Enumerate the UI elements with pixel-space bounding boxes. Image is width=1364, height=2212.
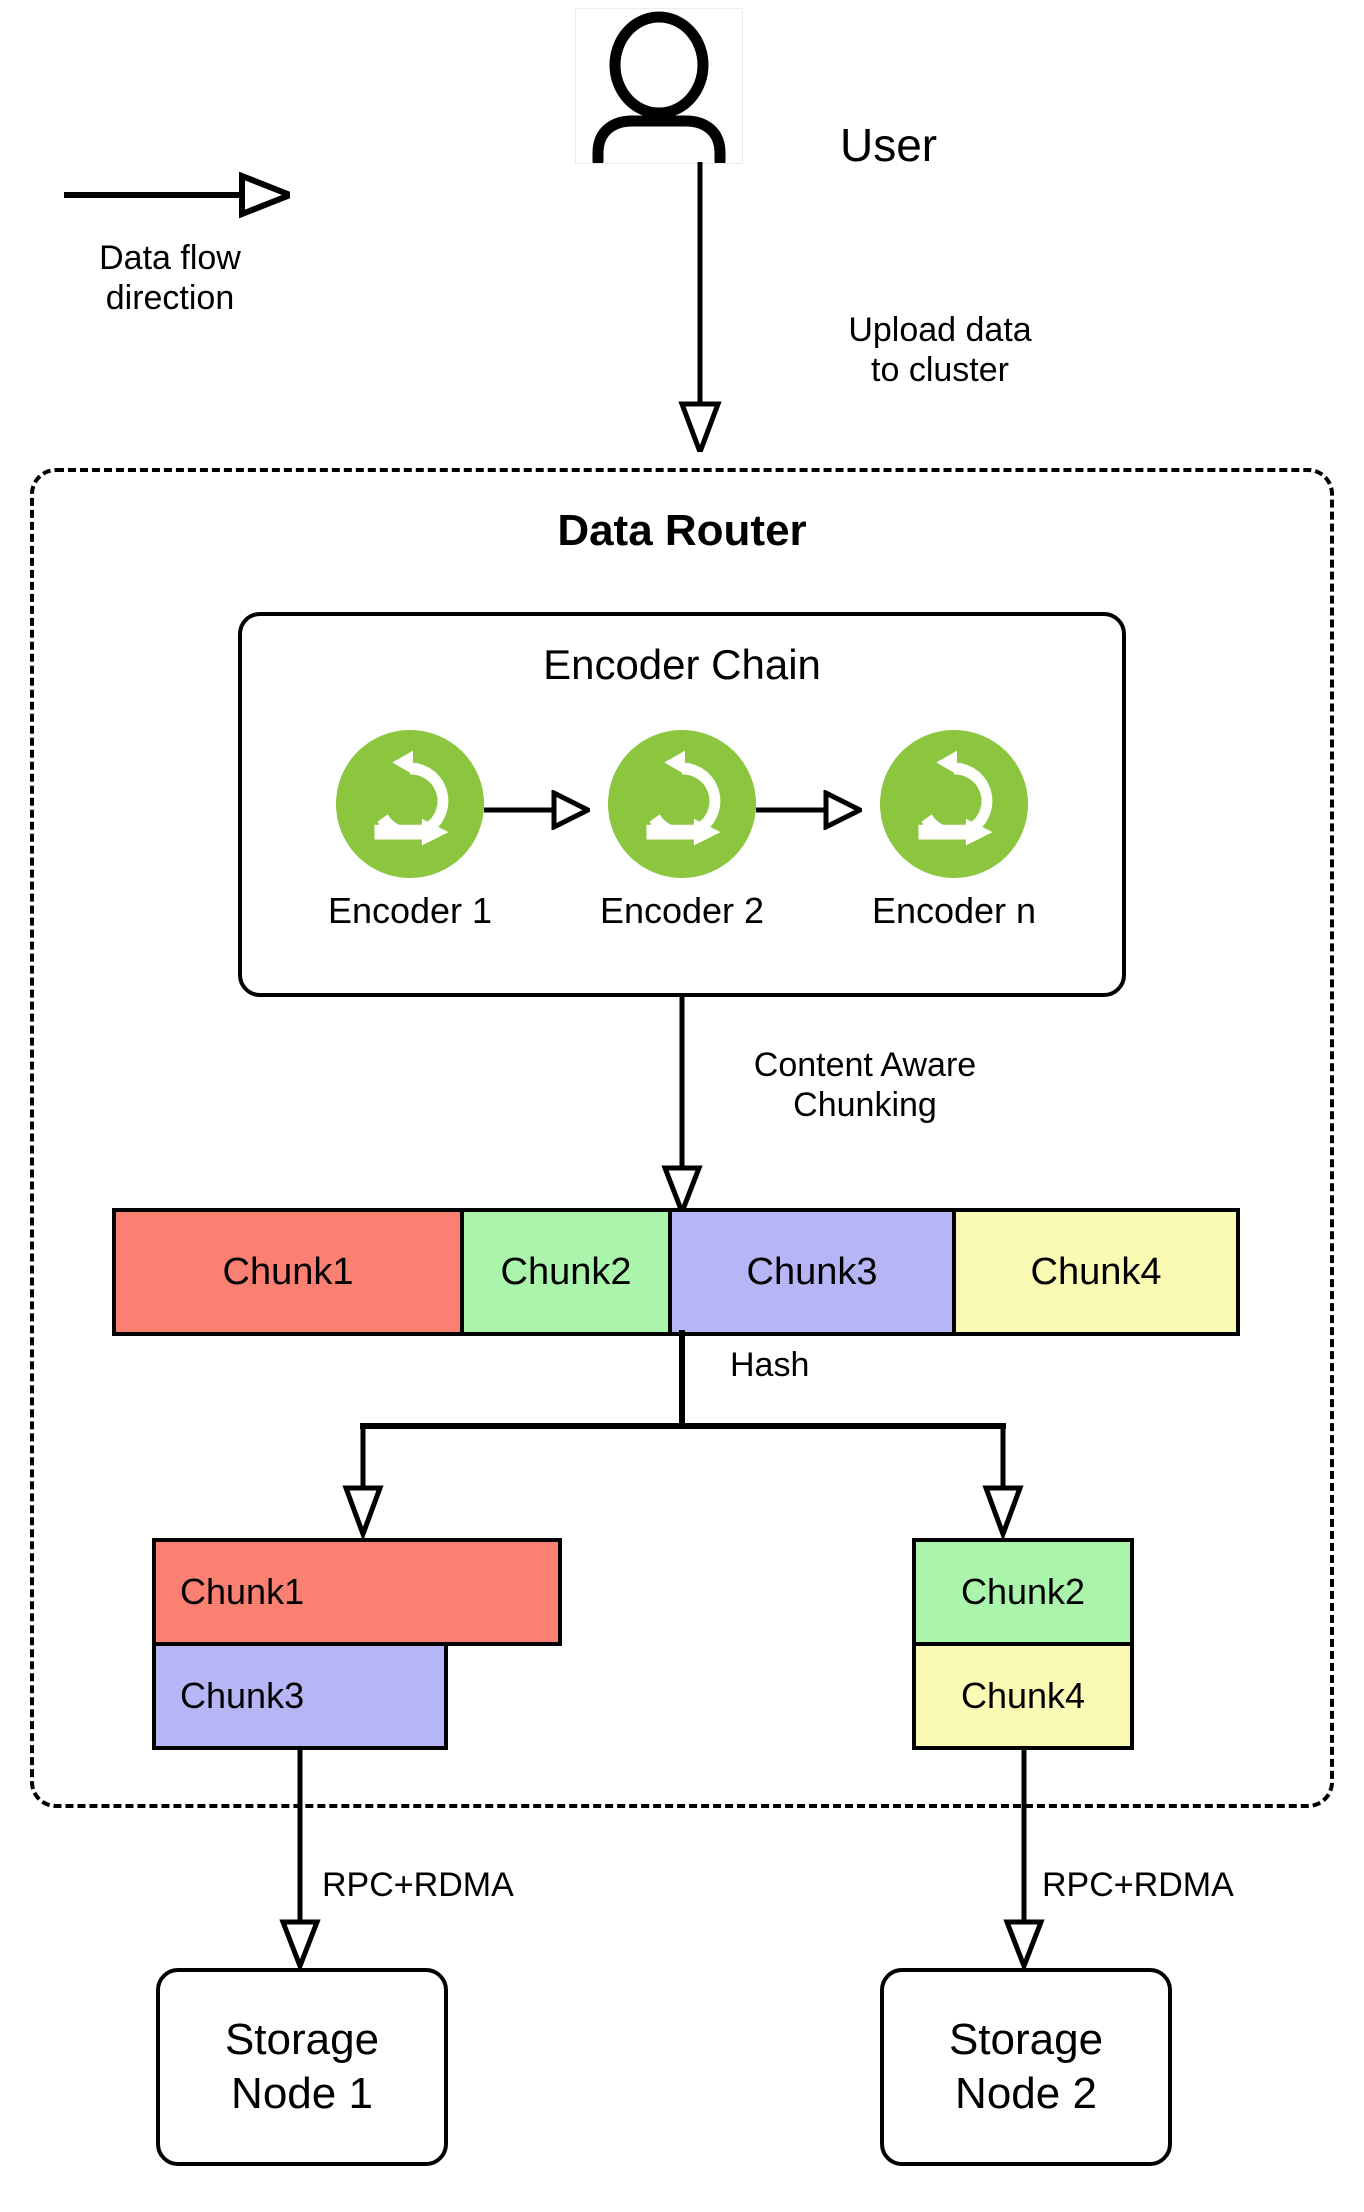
left-rpc-rdma-arrow [279, 1750, 321, 1968]
left-group-chunk1[interactable]: Chunk1 [152, 1538, 562, 1646]
circular-arrows-process-icon [608, 730, 756, 878]
data-flow-direction-arrow-icon [64, 171, 290, 219]
right-rpc-rdma-arrow [1003, 1750, 1045, 1968]
user-to-router-arrow [678, 162, 722, 452]
encoder-chain-title: Encoder Chain [543, 641, 821, 688]
left-group-chunk3[interactable]: Chunk3 [152, 1642, 448, 1750]
chunking-arrow [661, 996, 703, 1212]
encoder-2-to-n-arrow [756, 790, 862, 830]
chunk-bar-segment-3-label: Chunk3 [746, 1250, 878, 1293]
left-group-chunk1-label: Chunk1 [180, 1571, 305, 1612]
legend-line-1: Data flow [99, 239, 241, 277]
encoder-1[interactable]: Encoder 1 [310, 730, 510, 932]
chunk-bar: Chunk1 Chunk2 Chunk3 Chunk4 [112, 1208, 1240, 1336]
left-rpc-rdma-label: RPC+RDMA [322, 1866, 514, 1904]
right-group-chunk2[interactable]: Chunk2 [912, 1538, 1134, 1646]
storage-node-1[interactable]: Storage Node 1 [156, 1968, 448, 2166]
chunk-bar-segment-2-label: Chunk2 [500, 1250, 632, 1293]
encoder-2[interactable]: Encoder 2 [582, 730, 782, 932]
right-group-chunk4[interactable]: Chunk4 [912, 1642, 1134, 1750]
user-label: User [840, 119, 938, 171]
chunk-bar-segment-4[interactable]: Chunk4 [952, 1208, 1240, 1336]
storage-node-2-line2: Node 2 [955, 2069, 1097, 2118]
user-icon-frame [575, 8, 743, 164]
chunk-bar-segment-4-label: Chunk4 [1030, 1250, 1162, 1293]
encoder-n[interactable]: Encoder n [854, 730, 1054, 932]
user-person-icon [592, 11, 726, 163]
storage-node-1-line1: Storage [224, 2015, 380, 2065]
storage-node-1-line2: Node 1 [231, 2069, 373, 2118]
encoder-n-label: Encoder n [871, 890, 1037, 931]
chunk-bar-segment-3[interactable]: Chunk3 [668, 1208, 956, 1336]
data-router-title: Data Router [557, 506, 807, 555]
storage-node-2-line1: Storage [948, 2015, 1104, 2065]
chunk-bar-segment-1-label: Chunk1 [222, 1250, 354, 1293]
chunk-bar-segment-2[interactable]: Chunk2 [460, 1208, 672, 1336]
encoder-2-label: Encoder 2 [599, 890, 765, 931]
data-router-container [30, 468, 1334, 1808]
right-group-chunk4-label: Chunk4 [960, 1675, 1086, 1716]
storage-node-2[interactable]: Storage Node 2 [880, 1968, 1172, 2166]
encoder-1-label: Encoder 1 [327, 890, 493, 931]
legend-line-2: direction [105, 279, 235, 318]
right-rpc-rdma-label: RPC+RDMA [1042, 1866, 1234, 1904]
hash-edge-label: Hash [730, 1346, 810, 1384]
left-group-chunk3-label: Chunk3 [180, 1675, 305, 1716]
encoder-1-to-2-arrow [484, 790, 590, 830]
right-group-chunk2-label: Chunk2 [960, 1571, 1086, 1612]
circular-arrows-process-icon [336, 730, 484, 878]
circular-arrows-process-icon [880, 730, 1028, 878]
hash-split-connector [342, 1330, 1024, 1542]
chunk-bar-segment-1[interactable]: Chunk1 [112, 1208, 464, 1336]
